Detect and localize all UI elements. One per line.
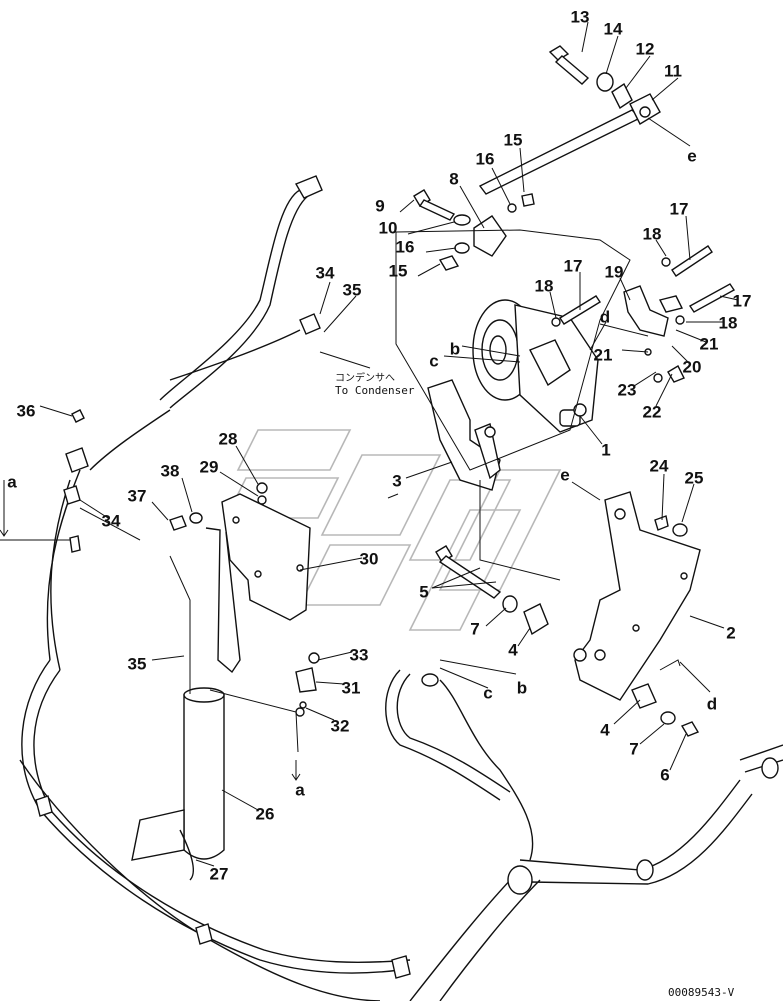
letter-ld2: d xyxy=(707,694,717,713)
callout-c17b: 17 xyxy=(564,256,583,275)
callout-c31: 31 xyxy=(342,678,361,697)
callout-c3: 3 xyxy=(392,471,401,490)
leader-lines xyxy=(0,21,739,867)
bracket-19 xyxy=(551,245,736,383)
letter-la1: a xyxy=(7,472,17,491)
bracket-bolt-group xyxy=(413,189,535,271)
callout-c22: 22 xyxy=(643,402,662,421)
callout-c18a: 18 xyxy=(643,224,662,243)
callout-c37: 37 xyxy=(128,486,147,505)
callout-c2: 2 xyxy=(726,623,735,642)
callout-c15b: 15 xyxy=(389,261,408,280)
letter-lc2: c xyxy=(483,683,492,702)
callout-c26: 26 xyxy=(256,804,275,823)
callout-c7b: 7 xyxy=(629,739,638,758)
condenser-note-jp: コンデンサへ xyxy=(335,371,395,384)
callout-c4a: 4 xyxy=(508,640,518,659)
callout-c23: 23 xyxy=(618,380,637,399)
callout-c1: 1 xyxy=(601,440,610,459)
callout-c35b: 35 xyxy=(128,654,147,673)
bracket-2 xyxy=(573,491,701,701)
callout-c38: 38 xyxy=(161,461,180,480)
callout-c13a: 13 xyxy=(571,7,590,26)
clip-31 xyxy=(295,652,320,717)
callout-c17c: 17 xyxy=(733,291,752,310)
callout-c16a: 16 xyxy=(476,149,495,168)
letter-le2: e xyxy=(560,465,569,484)
callout-c35a: 35 xyxy=(343,280,362,299)
callout-c33: 33 xyxy=(350,645,369,664)
figure-code: 00089543-V xyxy=(668,986,735,999)
letter-lb1: b xyxy=(450,339,460,358)
callout-c32: 32 xyxy=(331,716,350,735)
condenser-note-en: To Condenser xyxy=(335,384,415,397)
callout-c20: 20 xyxy=(683,357,702,376)
letter-lb2: b xyxy=(517,678,527,697)
callout-c30: 30 xyxy=(360,549,379,568)
callout-c9: 9 xyxy=(375,196,384,215)
callout-c4b: 4 xyxy=(600,720,610,739)
receiver-tank-26 xyxy=(131,527,241,881)
callout-c7a: 7 xyxy=(470,619,479,638)
callout-c12: 12 xyxy=(636,39,655,58)
callout-c29: 29 xyxy=(200,457,219,476)
callout-c16b: 16 xyxy=(396,237,415,256)
plate-30 xyxy=(71,409,311,621)
callout-c21b: 21 xyxy=(594,345,613,364)
callout-c19: 19 xyxy=(605,262,624,281)
compressor xyxy=(472,299,599,433)
adjust-rod-assembly xyxy=(478,45,661,195)
callout-c25: 25 xyxy=(685,468,704,487)
callout-c18c: 18 xyxy=(719,313,738,332)
callout-c10: 10 xyxy=(379,218,398,237)
callout-c5: 5 xyxy=(419,582,428,601)
callout-c6: 6 xyxy=(660,765,669,784)
callout-c14: 14 xyxy=(604,19,623,38)
letter-la2: a xyxy=(295,780,305,799)
letter-ld1: d xyxy=(600,307,610,326)
callout-c27: 27 xyxy=(210,864,229,883)
callout-c36: 36 xyxy=(17,401,36,420)
callout-c34a: 34 xyxy=(316,263,335,282)
callout-c8: 8 xyxy=(449,169,458,188)
callout-c17a: 17 xyxy=(670,199,689,218)
letter-lc1: c xyxy=(429,351,438,370)
callout-c21a: 21 xyxy=(700,334,719,353)
callout-c24: 24 xyxy=(650,456,669,475)
bracket-3 xyxy=(427,379,501,491)
callout-c34b: 34 xyxy=(102,511,121,530)
refrigerant-hoses xyxy=(19,175,783,1001)
callout-c18b: 18 xyxy=(535,276,554,295)
callout-c15a: 15 xyxy=(504,130,523,149)
callout-c28: 28 xyxy=(219,429,238,448)
callout-c11: 11 xyxy=(664,61,682,80)
letter-le1: e xyxy=(687,146,696,165)
